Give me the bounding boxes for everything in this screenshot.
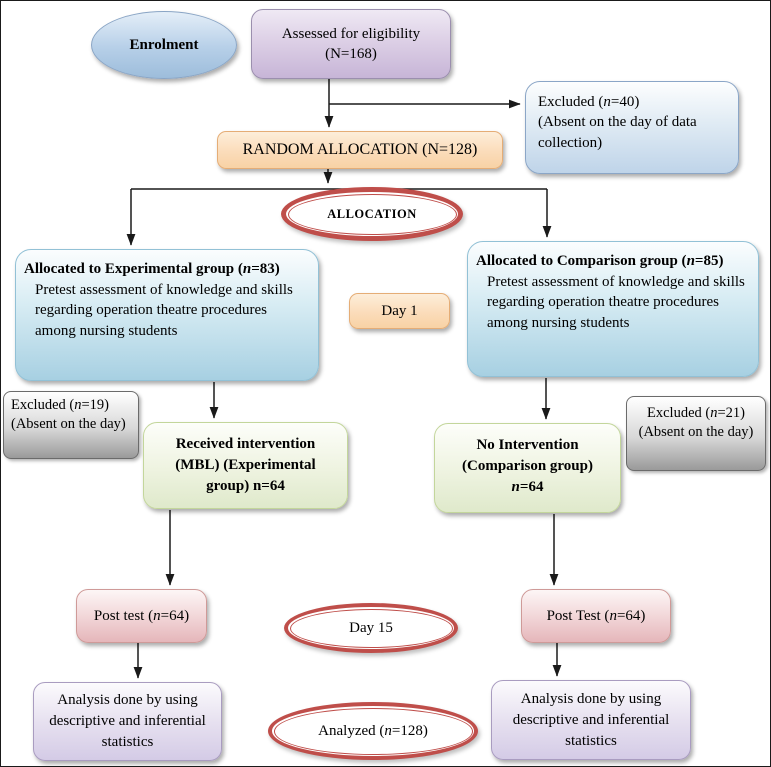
experimental-group-box: Allocated to Experimental group (n=83) P… xyxy=(15,249,319,381)
analyzed-label: Analyzed (n=128) xyxy=(318,722,428,739)
excluded-n19-box: Excluded (n=19) (Absent on the day) xyxy=(3,391,139,459)
no-intervention-line1: No Intervention xyxy=(476,437,579,453)
day1-box: Day 1 xyxy=(349,293,450,329)
excluded-n21-line1: Excluded (n=21) xyxy=(647,405,745,421)
excluded-n19-line1: Excluded (n=19) xyxy=(11,397,109,413)
received-intervention-line1: Received intervention xyxy=(175,436,316,452)
no-intervention-line3: n=64 xyxy=(511,479,544,495)
excluded-n40-line1: Excluded (n=40) xyxy=(538,94,640,110)
random-allocation-label: RANDOM ALLOCATION (N=128) xyxy=(242,141,478,158)
analysis-experimental-box: Analysis done by using descriptive and i… xyxy=(33,682,222,761)
day15-label: Day 15 xyxy=(349,619,393,636)
received-intervention-line2: (MBL) (Experimental xyxy=(175,457,316,473)
no-intervention-line2: (Comparison group) xyxy=(462,458,593,474)
posttest-comparison-label: Post Test (n=64) xyxy=(546,607,646,624)
experimental-group-body: Pretest assessment of knowledge and skil… xyxy=(35,281,293,340)
received-intervention-line3: group) n=64 xyxy=(206,478,285,494)
enrolment-ellipse: Enrolment xyxy=(91,11,237,79)
day1-label: Day 1 xyxy=(381,302,418,319)
random-allocation-box: RANDOM ALLOCATION (N=128) xyxy=(217,131,503,169)
analysis-comparison-box: Analysis done by using descriptive and i… xyxy=(491,680,691,760)
no-intervention-box: No Intervention (Comparison group) n=64 xyxy=(434,423,621,513)
posttest-experimental-label: Post test (n=64) xyxy=(93,607,190,624)
excluded-n21-box: Excluded (n=21) (Absent on the day) xyxy=(626,396,766,471)
assessed-label: Assessed for eligibility (N=168) xyxy=(281,25,421,62)
excluded-n40-line2: (Absent on the day of data collection) xyxy=(538,114,697,151)
comparison-group-title: Allocated to Comparison group (n=85) xyxy=(476,253,724,269)
assessed-eligibility-box: Assessed for eligibility (N=168) xyxy=(251,9,451,79)
allocation-ellipse: ALLOCATION xyxy=(281,187,463,241)
excluded-n40-box: Excluded (n=40) (Absent on the day of da… xyxy=(525,81,739,174)
enrolment-label: Enrolment xyxy=(129,36,199,53)
analysis-experimental-label: Analysis done by using descriptive and i… xyxy=(49,692,206,750)
excluded-n21-line2: (Absent on the day) xyxy=(638,424,754,441)
analyzed-ellipse: Analyzed (n=128) xyxy=(268,702,478,760)
experimental-group-title: Allocated to Experimental group (n=83) xyxy=(24,261,280,277)
day15-ellipse: Day 15 xyxy=(284,603,458,653)
received-intervention-box: Received intervention (MBL) (Experimenta… xyxy=(143,422,348,509)
posttest-experimental-box: Post test (n=64) xyxy=(76,589,207,643)
excluded-n19-line2: (Absent on the day) xyxy=(11,416,126,433)
comparison-group-body: Pretest assessment of knowledge and skil… xyxy=(487,273,745,332)
comparison-group-box: Allocated to Comparison group (n=85) Pre… xyxy=(467,241,759,377)
allocation-label: ALLOCATION xyxy=(327,206,417,221)
analysis-comparison-label: Analysis done by using descriptive and i… xyxy=(512,690,670,749)
posttest-comparison-box: Post Test (n=64) xyxy=(521,589,671,643)
